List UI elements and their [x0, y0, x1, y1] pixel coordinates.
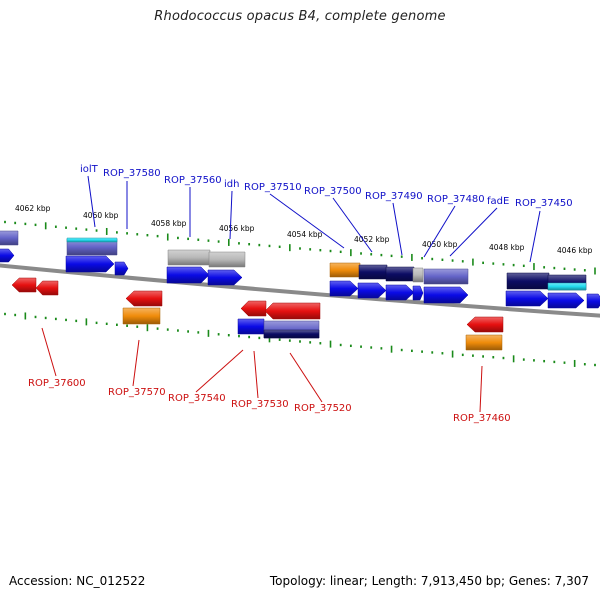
gene-label-rop-37480[interactable]: ROP_37480: [427, 194, 485, 205]
gene-feature-gray[interactable]: [167, 249, 211, 266]
gene-label-rop-37490[interactable]: ROP_37490: [365, 191, 423, 202]
genome-summary: Topology: linear; Length: 7,913,450 bp; …: [269, 574, 589, 588]
kbp-marker: 4054 kbp: [287, 230, 323, 239]
genome-backbone: [0, 263, 600, 318]
gene-feature-orange[interactable]: [122, 307, 161, 325]
gene-feature-orange[interactable]: [465, 334, 503, 351]
upper-tick-track: [4, 220, 596, 275]
gene-feature-red[interactable]: [264, 302, 321, 320]
kbp-marker: 4058 kbp: [151, 219, 187, 228]
kbp-marker: 4046 kbp: [557, 246, 593, 255]
gene-label-rop-37560[interactable]: ROP_37560: [164, 175, 222, 186]
lower-tick-track: [4, 312, 596, 367]
map-title: Rhodococcus opacus B4, complete genome: [154, 9, 446, 24]
kbp-marker: 4048 kbp: [489, 243, 525, 252]
gene-feature-red[interactable]: [125, 290, 163, 307]
accession-text: Accession: NC_012522: [9, 574, 146, 588]
kbp-marker: 4050 kbp: [422, 240, 458, 249]
gene-label-rop-37540[interactable]: ROP_37540: [168, 393, 226, 404]
leader-line: [229, 190, 233, 240]
kbp-marker-labels: 4062 kbp 4060 kbp 4058 kbp 4056 kbp 4054 kbp…: [15, 204, 593, 255]
gene-feature-blue[interactable]: [586, 293, 600, 309]
gene-feature-blue[interactable]: [412, 285, 424, 301]
gene-label-rop-37450[interactable]: ROP_37450: [515, 198, 573, 209]
gene-label-rop-37530[interactable]: ROP_37530: [231, 399, 289, 410]
gene-label-rop-37500[interactable]: ROP_37500: [304, 186, 362, 197]
gene-label-iolt[interactable]: iolT: [80, 164, 99, 175]
gene-feature-blue[interactable]: [385, 284, 415, 301]
gene-feature-purple[interactable]: [0, 230, 19, 246]
leader-line: [392, 202, 403, 256]
leader-line: [132, 339, 140, 387]
gene-feature-blue[interactable]: [166, 266, 210, 284]
gene-feature-blue[interactable]: [357, 282, 387, 299]
gene-feature-blue[interactable]: [65, 255, 115, 273]
gene-feature-blue[interactable]: [547, 292, 585, 309]
gene-feature-blue[interactable]: [114, 261, 129, 276]
leader-line: [289, 352, 323, 403]
gene-feature-red[interactable]: [240, 300, 267, 317]
gene-feature-gray[interactable]: [412, 267, 424, 283]
gene-feature-navy[interactable]: [506, 272, 550, 290]
leader-line: [529, 210, 541, 263]
kbp-marker: 4060 kbp: [83, 211, 119, 220]
gene-feature-cyan[interactable]: [66, 237, 118, 243]
gene-feature-blue[interactable]: [0, 248, 15, 263]
gene-label-fade[interactable]: fadE: [487, 196, 509, 207]
gene-feature-blue[interactable]: [505, 290, 549, 307]
leader-line: [449, 207, 498, 257]
gene-feature-navy[interactable]: [358, 264, 388, 280]
kbp-marker: 4052 kbp: [354, 235, 390, 244]
leader-line: [269, 193, 345, 249]
gene-feature-purple[interactable]: [423, 268, 469, 285]
leader-line: [87, 175, 96, 228]
gene-label-rop-37600[interactable]: ROP_37600: [28, 378, 86, 389]
gene-feature-red[interactable]: [466, 316, 504, 333]
gene-label-idh[interactable]: idh: [224, 179, 239, 190]
leader-line: [423, 205, 456, 258]
gene-label-rop-37520[interactable]: ROP_37520: [294, 403, 352, 414]
gene-feature-blue[interactable]: [423, 286, 469, 304]
gene-feature-gray[interactable]: [208, 251, 246, 268]
gene-feature-red[interactable]: [35, 280, 59, 296]
gene-feature-navy[interactable]: [263, 329, 320, 339]
gene-feature-navy[interactable]: [385, 266, 415, 282]
gene-label-rop-37510[interactable]: ROP_37510: [244, 182, 302, 193]
leader-line: [41, 327, 57, 377]
gene-feature-blue[interactable]: [329, 280, 359, 297]
gene-features[interactable]: [0, 230, 600, 351]
gene-feature-cyan[interactable]: [547, 282, 587, 291]
kbp-marker: 4056 kbp: [219, 224, 255, 233]
kbp-marker: 4062 kbp: [15, 204, 51, 213]
leader-line: [479, 365, 483, 413]
leader-line: [195, 349, 244, 393]
gene-label-rop-37570[interactable]: ROP_37570: [108, 387, 166, 398]
gene-feature-blue[interactable]: [207, 269, 243, 286]
gene-feature-red[interactable]: [11, 277, 37, 293]
gene-feature-blue[interactable]: [237, 318, 265, 335]
gene-label-rop-37580[interactable]: ROP_37580: [103, 168, 161, 179]
gene-label-rop-37460[interactable]: ROP_37460: [453, 413, 511, 424]
leader-line: [253, 350, 259, 399]
gene-feature-orange[interactable]: [329, 262, 361, 278]
leader-line: [332, 197, 373, 253]
